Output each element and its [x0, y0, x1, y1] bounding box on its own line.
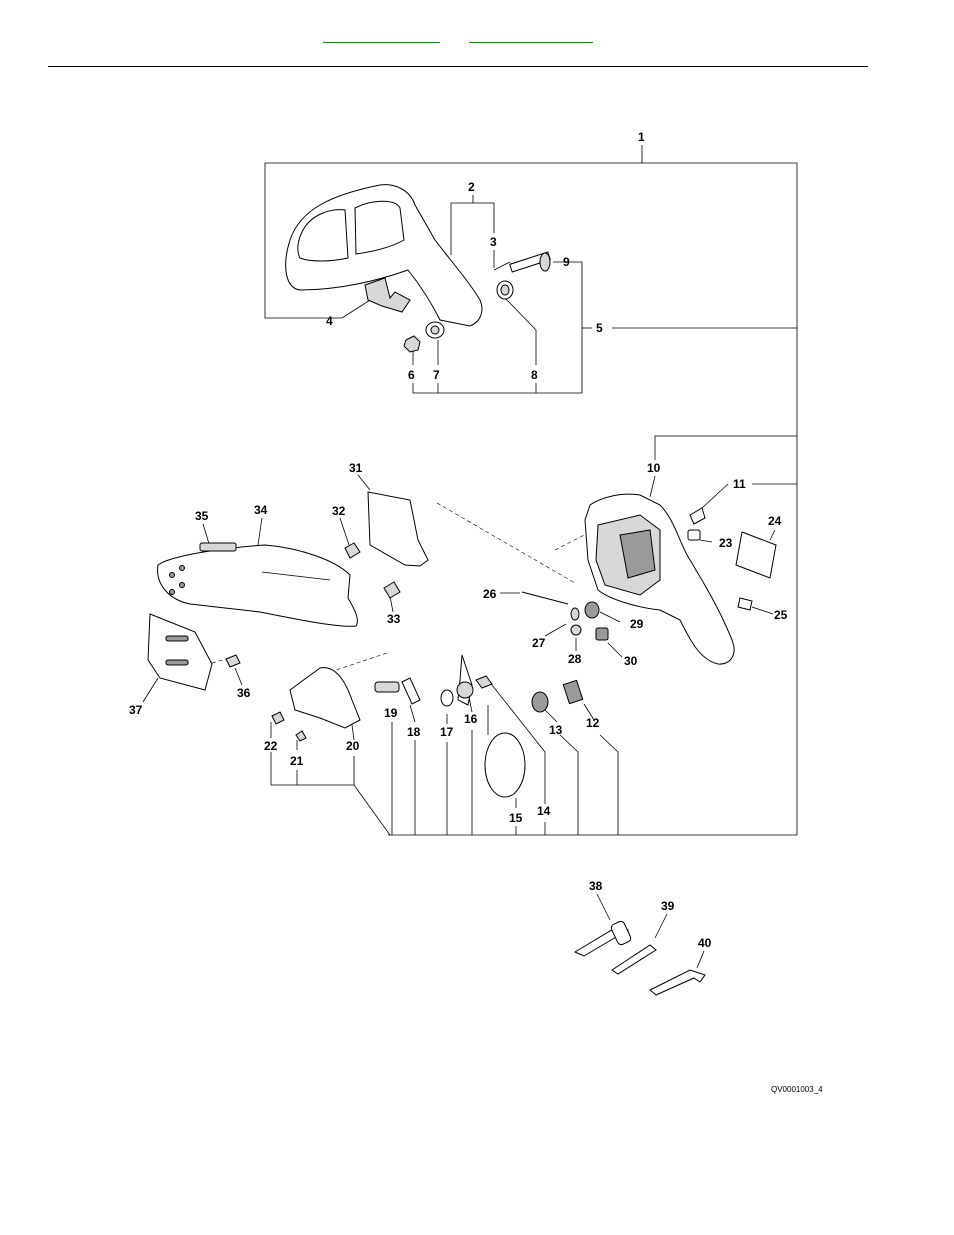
callout-32: 32 [332, 504, 346, 518]
callout-31: 31 [349, 461, 363, 475]
callout-38: 38 [589, 879, 603, 893]
callout-16: 16 [464, 712, 478, 726]
callout-40: 40 [698, 936, 712, 950]
header-rule [48, 66, 868, 67]
part-front-handle [285, 184, 483, 327]
callout-2: 2 [468, 180, 475, 194]
callout-4: 4 [326, 314, 333, 328]
callout-13: 13 [549, 723, 563, 737]
callout-39: 39 [661, 899, 675, 913]
callout-21: 21 [290, 754, 304, 768]
callout-18: 18 [407, 725, 421, 739]
callout-9: 9 [563, 255, 570, 269]
callout-19: 19 [384, 706, 398, 720]
bracket-lines [142, 145, 798, 836]
callout-6: 6 [408, 368, 415, 382]
callout-28: 28 [568, 652, 582, 666]
callout-24: 24 [768, 514, 782, 528]
part-tools [573, 920, 706, 996]
header-link-1[interactable] [323, 32, 440, 43]
callout-34: 34 [254, 503, 268, 517]
callout-7: 7 [433, 368, 440, 382]
callout-20: 20 [346, 739, 360, 753]
callout-labels: 1 2 3 4 5 6 7 8 9 10 11 12 13 14 15 16 1… [129, 130, 823, 1094]
callout-5: 5 [596, 321, 603, 335]
part-small-parts-upper [364, 251, 551, 353]
callout-10: 10 [647, 461, 661, 475]
callout-33: 33 [387, 612, 401, 626]
callout-29: 29 [630, 617, 644, 631]
callout-22: 22 [264, 739, 278, 753]
callout-14: 14 [537, 804, 551, 818]
part-housing [584, 493, 777, 665]
callout-15: 15 [509, 811, 523, 825]
callout-12: 12 [586, 716, 600, 730]
part-guide-plate [147, 613, 241, 691]
callout-17: 17 [440, 725, 454, 739]
callout-11: 11 [733, 477, 746, 491]
callout-25: 25 [774, 608, 788, 622]
callout-27: 27 [532, 636, 546, 650]
callout-30: 30 [624, 654, 638, 668]
callout-37: 37 [129, 703, 143, 717]
figure-reference: QV0001003_4 [771, 1085, 823, 1094]
callout-23: 23 [719, 536, 733, 550]
callout-8: 8 [531, 368, 538, 382]
part-brake-assembly [271, 591, 609, 798]
header-link-2[interactable] [469, 32, 593, 43]
callout-36: 36 [237, 686, 251, 700]
part-sprocket-cover [157, 491, 429, 627]
callout-26: 26 [483, 587, 497, 601]
callout-3: 3 [490, 235, 497, 249]
callout-1: 1 [638, 130, 645, 144]
callout-35: 35 [195, 509, 209, 523]
